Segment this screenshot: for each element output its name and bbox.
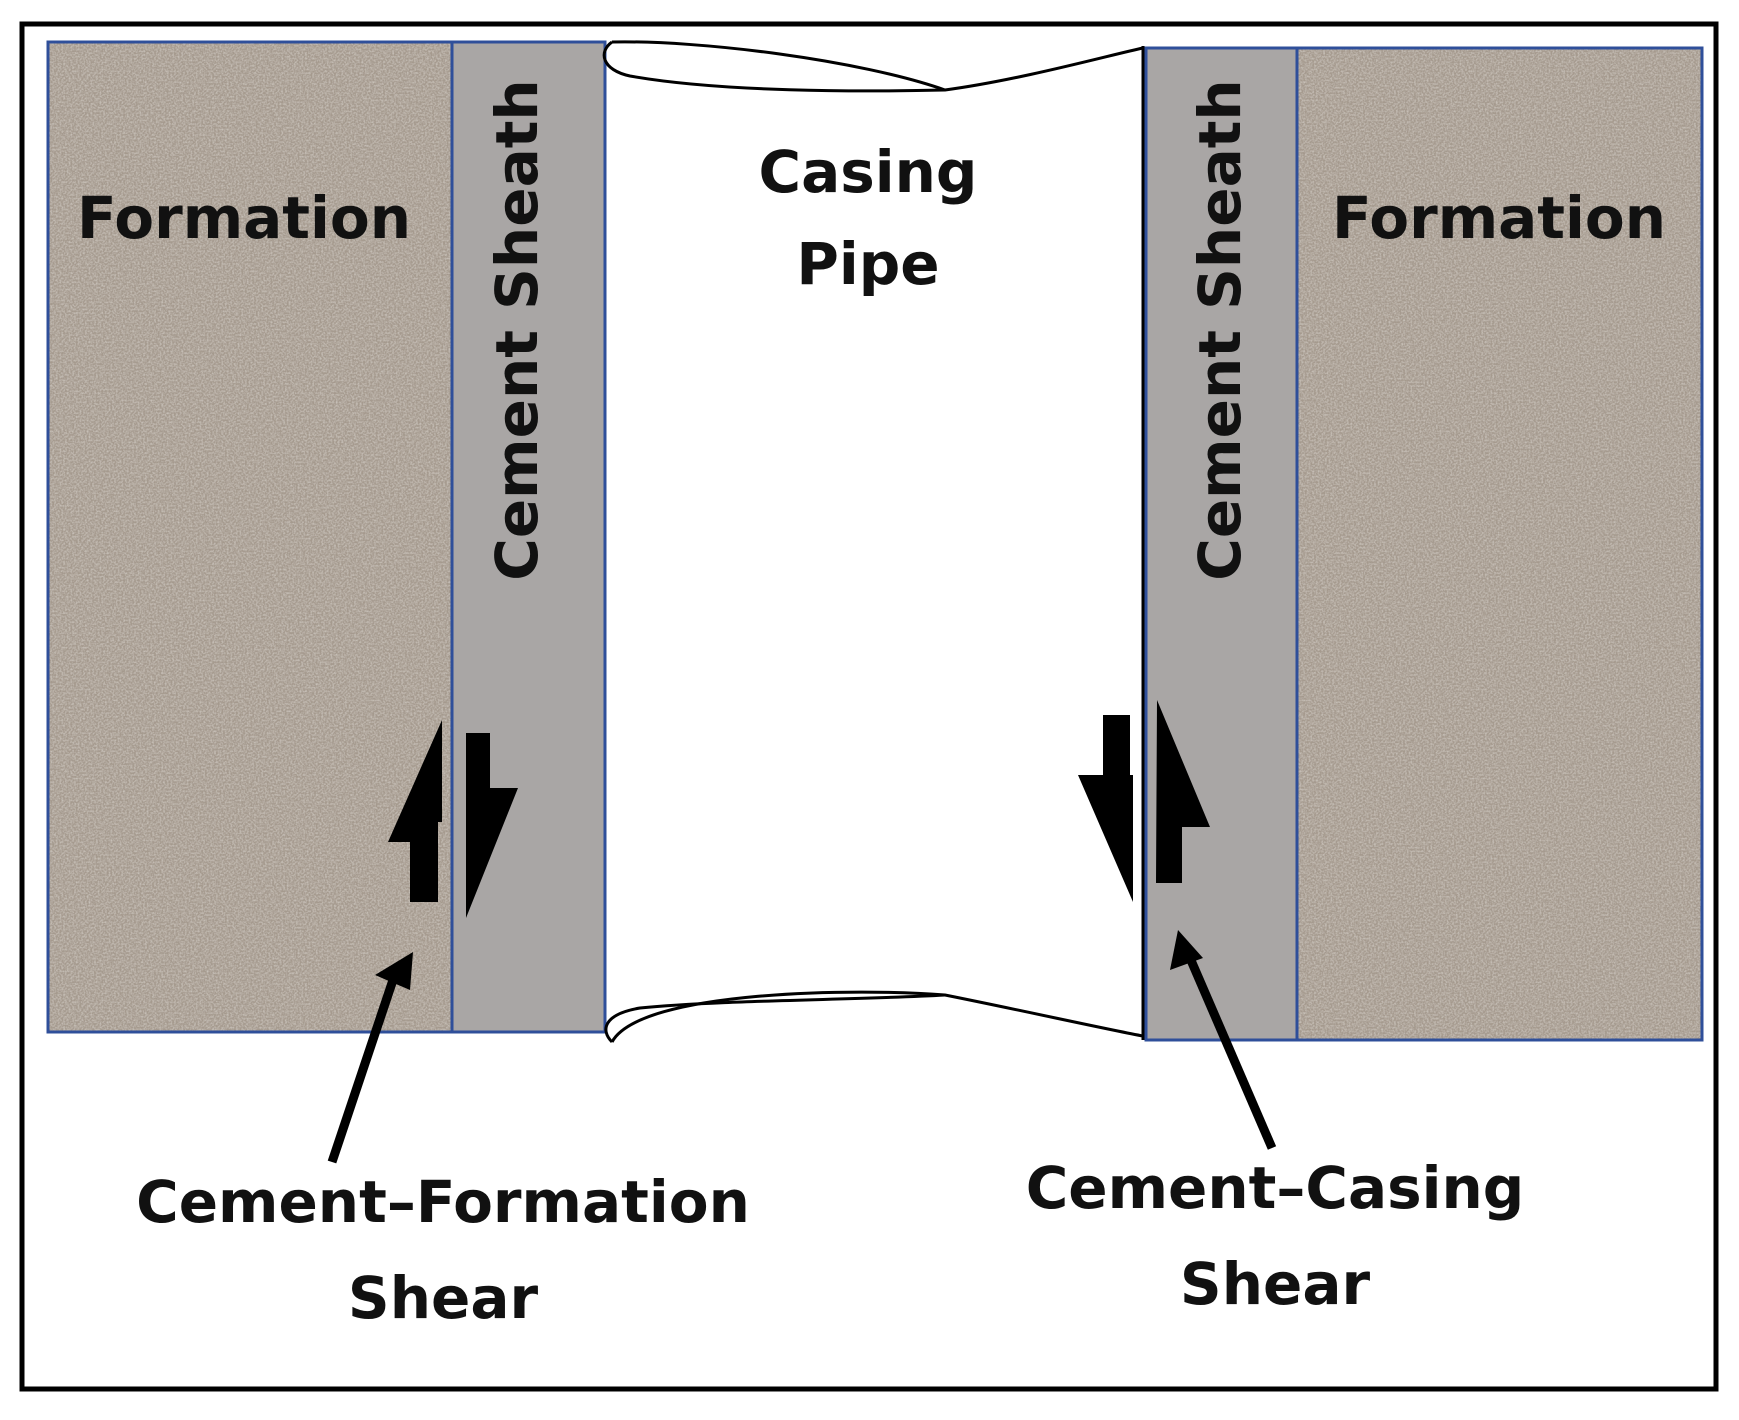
formation-right [1295, 46, 1704, 1042]
arrow-up-left [388, 720, 442, 902]
shear-arrows-right [1078, 700, 1210, 902]
arrow-down-right [1078, 715, 1133, 902]
shear-arrows-left [388, 720, 518, 918]
formation-left-fill [48, 42, 452, 1032]
cement-sheath-left-label: Cement Sheath [483, 79, 551, 580]
cement-sheath-right-label: Cement Sheath [1186, 79, 1254, 580]
casing-bottom-edge [610, 990, 1144, 1043]
shear-right-label-line2: Shear [1180, 1250, 1371, 1318]
formation-right-label: Formation [1332, 184, 1666, 252]
casing-top-edge [611, 40, 1144, 92]
casing-label-line1: Casing [759, 138, 978, 206]
formation-left [46, 40, 454, 1034]
arrow-down-left [466, 733, 518, 918]
pointer-left [327, 952, 413, 1164]
pointer-right [1170, 930, 1277, 1150]
formation-left-label: Formation [77, 184, 411, 252]
shear-right-label-line1: Cement–Casing [1026, 1154, 1525, 1222]
formation-right-fill [1297, 48, 1702, 1040]
casing-pipe [602, 40, 1145, 1044]
shear-left-label-line1: Cement–Formation [136, 1168, 750, 1236]
casing-label-line2: Pipe [796, 230, 939, 298]
arrow-up-right [1156, 700, 1210, 883]
shear-left-label-line2: Shear [348, 1264, 539, 1332]
